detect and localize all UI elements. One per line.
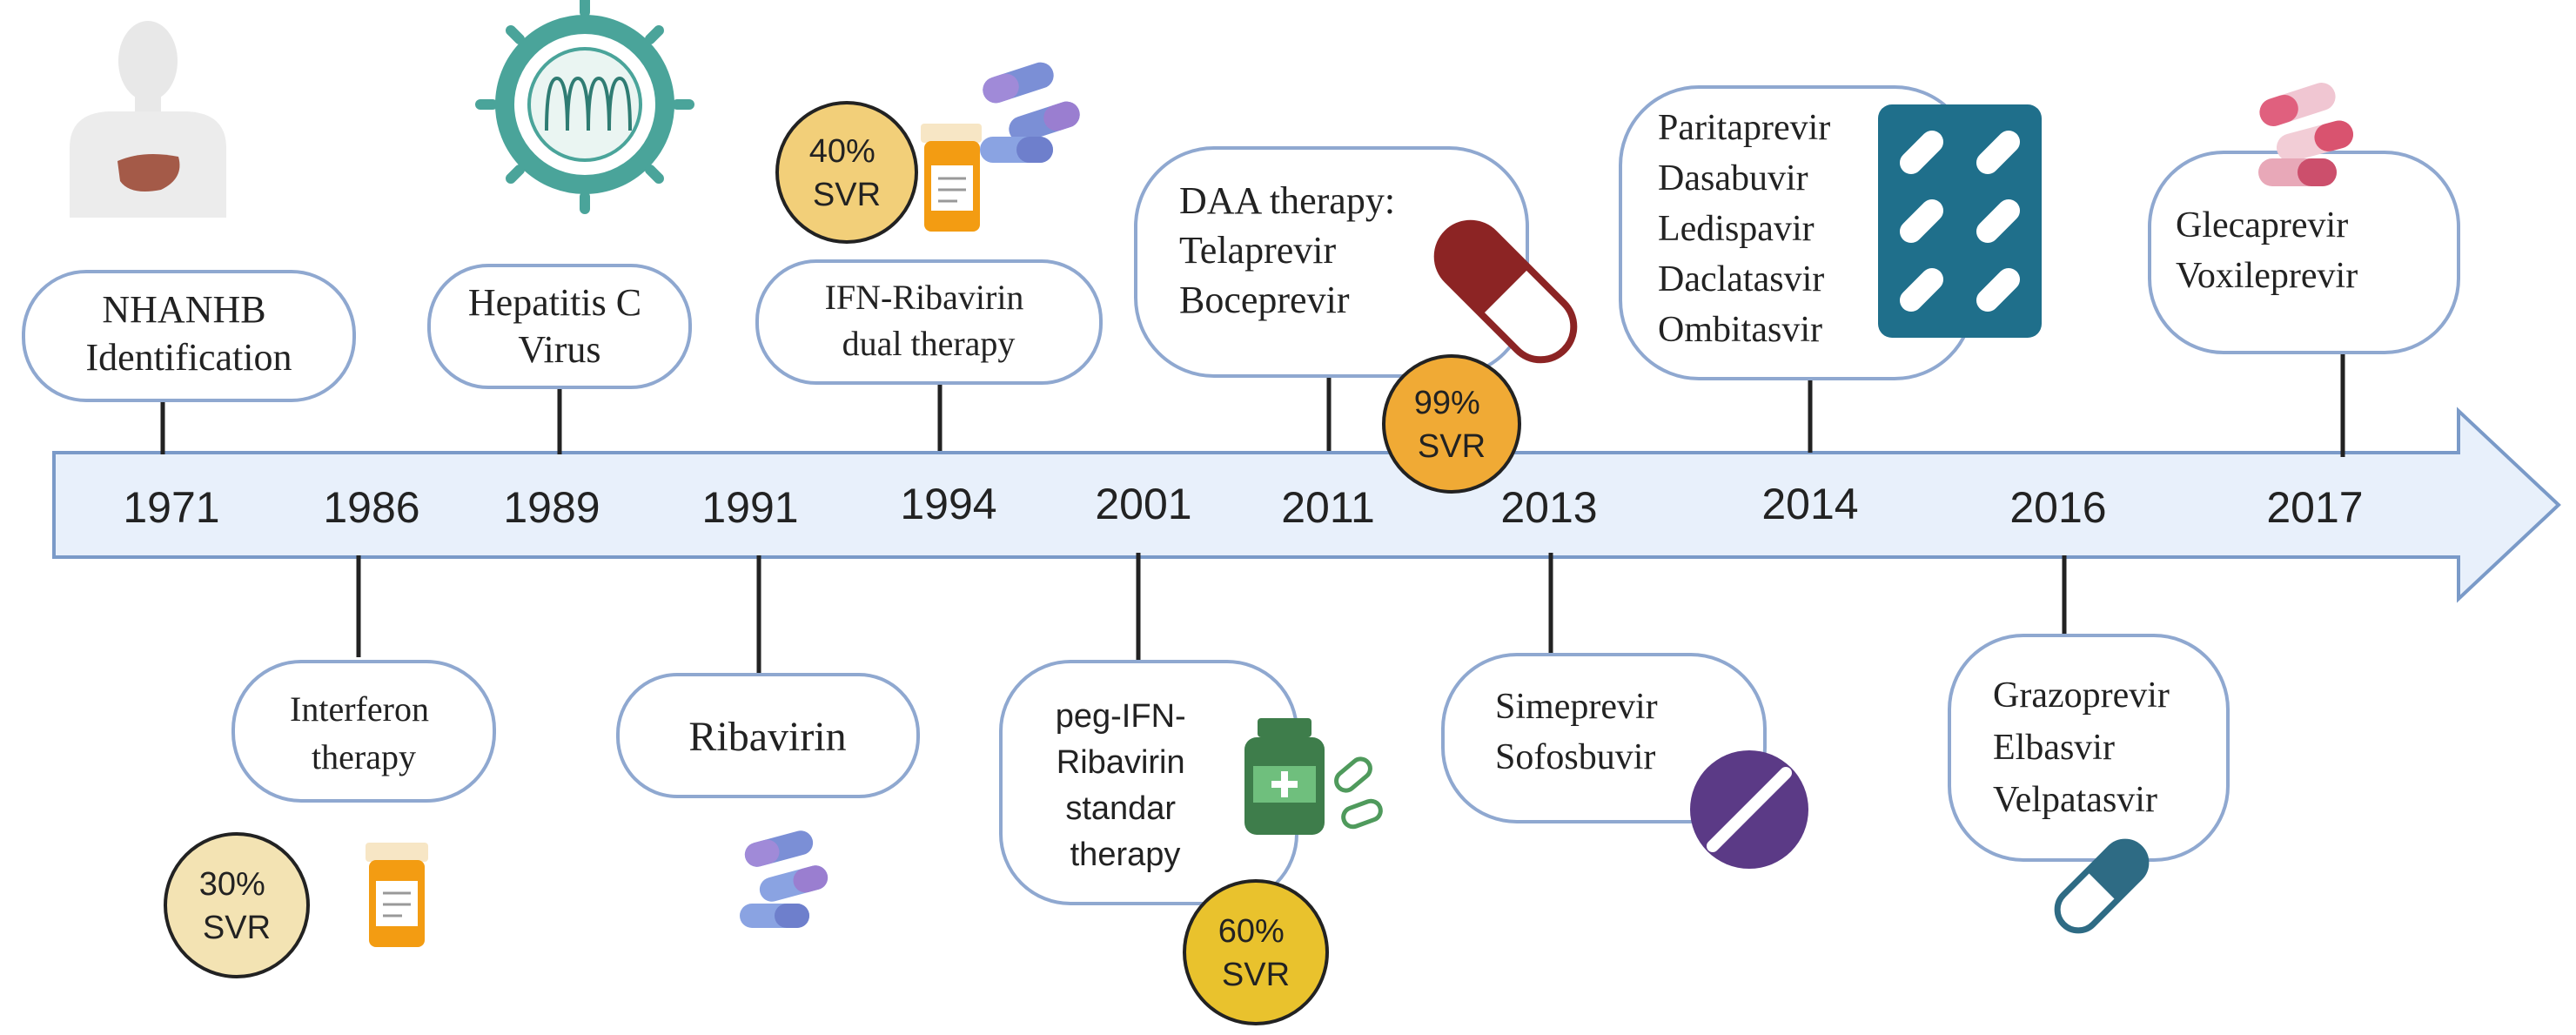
svg-text:IFN-Ribavirin dual therapy: IFN-Ribavirin dual therapy (825, 278, 1033, 363)
daa2014-line-3: Ledispavir (1658, 209, 1815, 249)
capsules-purple-icon (740, 830, 828, 928)
svg-text:60% SVR: 60% SVR (1218, 913, 1294, 993)
year-1994: 1994 (900, 480, 996, 528)
svg-text:Simeprevir Sofosbuvir: Simeprevir Sofosbuvir (1495, 687, 1667, 777)
year-1991: 1991 (701, 483, 798, 532)
nhanhb-line-2: Identification (85, 336, 292, 379)
svr-badge-99: 99% SVR (1382, 354, 1521, 494)
capsules-icon (980, 62, 1080, 163)
event-box-interferon (231, 660, 496, 803)
capsules-pink-icon (2258, 83, 2354, 186)
glec-line-1: Glecaprevir (2176, 205, 2348, 245)
connector-lines (160, 353, 2345, 675)
svg-text:peg-IFN- Ribavirin sta: peg-IFN- Ribavirin standar therapy (1056, 698, 1195, 873)
capsule-teal-icon (2054, 838, 2150, 934)
virus-icon (475, 0, 694, 214)
year-2001: 2001 (1095, 480, 1191, 528)
svg-text:40% SVR: 40% SVR (809, 133, 885, 213)
ifn-riba-line-1: IFN-Ribavirin (825, 278, 1024, 317)
grazo-line-3: Velpatasvir (1993, 780, 2157, 820)
event-box-grazoprevir (1948, 634, 2230, 862)
svg-text:Hepatitis C Virus: Hepatitis C Virus (468, 281, 651, 371)
event-box-nhanhb (22, 270, 356, 402)
human-liver-icon (70, 21, 226, 218)
svg-text:Glecaprevir Voxileprevir: Glecaprevir Voxileprevir (2176, 205, 2358, 296)
peg-line-3: standar (1065, 790, 1176, 827)
daa-line-3: Boceprevir (1179, 279, 1350, 321)
pill-bottle-small-icon (366, 843, 428, 947)
daa2014-line-5: Ombitasvir (1658, 310, 1822, 350)
svg-text:NHANHB Identification: NHANHB Identification (85, 288, 292, 379)
capsule-red-icon (1433, 219, 1578, 364)
peg-line-4: therapy (1070, 837, 1181, 873)
daa-line-1: DAA therapy: (1179, 179, 1395, 222)
daa2014-line-2: Dasabuvir (1658, 158, 1808, 198)
interferon-line-2: therapy (312, 737, 416, 776)
pill-bottle-icon (921, 124, 982, 232)
year-2016: 2016 (2009, 483, 2106, 532)
tablet-icon (1690, 750, 1808, 869)
hcv-line-2: Virus (518, 328, 600, 371)
svg-text:99% SVR: 99% SVR (1414, 385, 1490, 465)
grazo-line-1: Grazoprevir (1993, 675, 2170, 716)
ifn-riba-line-2: dual therapy (842, 324, 1016, 363)
daa2014-line-4: Daclatasvir (1658, 259, 1824, 299)
medicine-jar-icon (1244, 718, 1383, 835)
svr-badge-40: 40% SVR (775, 101, 918, 244)
year-1971: 1971 (123, 483, 219, 532)
interferon-line-1: Interferon (290, 689, 429, 729)
daa2014-line-1: Paritaprevir (1658, 108, 1830, 148)
year-2017: 2017 (2266, 483, 2363, 532)
event-box-simeprevir (1441, 653, 1767, 823)
year-2014: 2014 (1761, 480, 1858, 528)
hcv-line-1: Hepatitis C (468, 281, 641, 324)
nhanhb-line-1: NHANHB (102, 288, 265, 331)
svg-text:Interferon therapy: Interferon therapy (290, 689, 438, 776)
peg-line-2: Ribavirin (1057, 744, 1185, 781)
peg-line-1: peg-IFN- (1056, 698, 1186, 735)
blister-pack-icon (1878, 104, 2042, 338)
svr-badge-30: 30% SVR (164, 832, 310, 978)
event-box-ifn-ribavirin (755, 259, 1103, 385)
year-1989: 1989 (503, 483, 600, 532)
sime-line-2: Sofosbuvir (1495, 737, 1655, 777)
ribavirin-label: Ribavirin (688, 714, 846, 760)
year-2011: 2011 (1281, 483, 1375, 532)
glec-line-2: Voxileprevir (2176, 256, 2358, 296)
event-box-hcv (427, 264, 692, 389)
svr-badge-60: 60% SVR (1183, 879, 1329, 1025)
daa-line-2: Telaprevir (1179, 229, 1336, 272)
event-box-ribavirin (616, 673, 920, 798)
year-2013: 2013 (1500, 483, 1597, 532)
svg-text:Grazoprevir Elbasvir V: Grazoprevir Elbasvir Velpatasvir (1993, 675, 2178, 820)
grazo-line-2: Elbasvir (1993, 728, 2115, 768)
svg-text:Paritaprevir Dasabuvir: Paritaprevir Dasabuvir Ledispavir Daclat… (1658, 108, 1840, 350)
svg-text:30% SVR: 30% SVR (199, 866, 275, 946)
svg-text:DAA therapy: Telaprevir: DAA therapy: Telaprevir Boceprevir (1179, 179, 1405, 321)
sime-line-1: Simeprevir (1495, 687, 1658, 727)
timeline-arrow (52, 407, 2561, 603)
year-1986: 1986 (323, 483, 419, 532)
